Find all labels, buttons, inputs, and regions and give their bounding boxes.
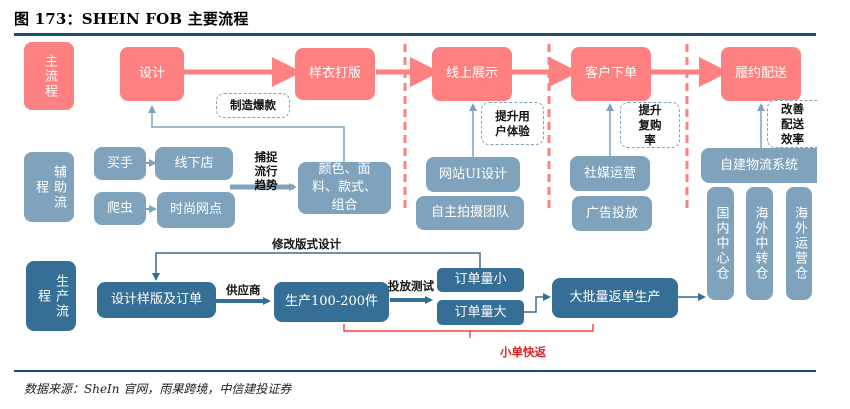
arrow-large-to-bulk bbox=[524, 293, 551, 313]
callout-repurchase: 提升复购率 bbox=[620, 102, 680, 148]
prod-small-order: 订单量小 bbox=[437, 268, 524, 292]
callout-delivery-efficiency: 改善配送效率 bbox=[767, 100, 817, 148]
prod-produce-small-batch: 生产100-200件 bbox=[274, 282, 389, 322]
row-label-main: 主流程 bbox=[24, 42, 74, 110]
prod-design-order: 设计样版及订单 bbox=[97, 282, 216, 318]
aux-fashion-sites: 时尚网点 bbox=[157, 192, 235, 228]
prod-bulk-reorder: 大批量返单生产 bbox=[552, 278, 678, 318]
warehouse-domestic: 国内中心仓 bbox=[707, 187, 734, 300]
brace-quick-response bbox=[343, 324, 594, 332]
row-label-aux: 辅助流程 bbox=[24, 152, 74, 222]
main-step-sample: 样衣打版 bbox=[295, 48, 375, 100]
main-step-delivery: 履约配送 bbox=[721, 47, 801, 101]
aux-logistics-system: 自建物流系统 bbox=[701, 148, 817, 183]
aux-crawler: 爬虫 bbox=[94, 192, 146, 225]
aux-social-media: 社媒运营 bbox=[570, 156, 650, 191]
test-label: 投放测试 bbox=[388, 279, 434, 293]
aux-buyer: 买手 bbox=[94, 147, 146, 180]
revise-label: 修改版式设计 bbox=[272, 237, 341, 251]
warehouse-overseas-transit: 海外中转仓 bbox=[746, 187, 773, 300]
row-label-prod: 生产流程 bbox=[26, 261, 76, 331]
supplier-label: 供应商 bbox=[226, 283, 261, 297]
quick-response-label: 小单快返 bbox=[500, 345, 546, 359]
source-note: 数据来源：SheIn 官网，雨果跨境，中信建投证券 bbox=[24, 382, 292, 396]
main-step-online: 线上展示 bbox=[432, 47, 512, 101]
figure-title: 图 173：SHEIN FOB 主要流程 bbox=[14, 10, 249, 28]
aux-advertising: 广告投放 bbox=[572, 196, 652, 231]
callout-user-experience: 提升用户体验 bbox=[481, 102, 544, 145]
aux-ui-design: 网站UI设计 bbox=[426, 157, 520, 192]
arrow-attributes-to-design bbox=[148, 105, 345, 162]
arrow-revise-design bbox=[152, 252, 481, 281]
aux-offline-store: 线下店 bbox=[155, 147, 233, 180]
main-step-design: 设计 bbox=[120, 47, 184, 101]
prod-large-order: 订单量大 bbox=[437, 300, 524, 325]
top-rule bbox=[14, 33, 816, 36]
aux-attributes: 颜色、面料、款式、组合 bbox=[298, 162, 391, 214]
trend-label: 捕捉流行趋势 bbox=[254, 150, 278, 192]
bottom-rule bbox=[14, 370, 816, 372]
callout-hot-items: 制造爆款 bbox=[216, 93, 290, 118]
aux-photo-team: 自主拍摄团队 bbox=[416, 196, 524, 230]
main-step-order: 客户下单 bbox=[571, 47, 651, 101]
warehouse-overseas-operation: 海外运营仓 bbox=[786, 187, 812, 300]
